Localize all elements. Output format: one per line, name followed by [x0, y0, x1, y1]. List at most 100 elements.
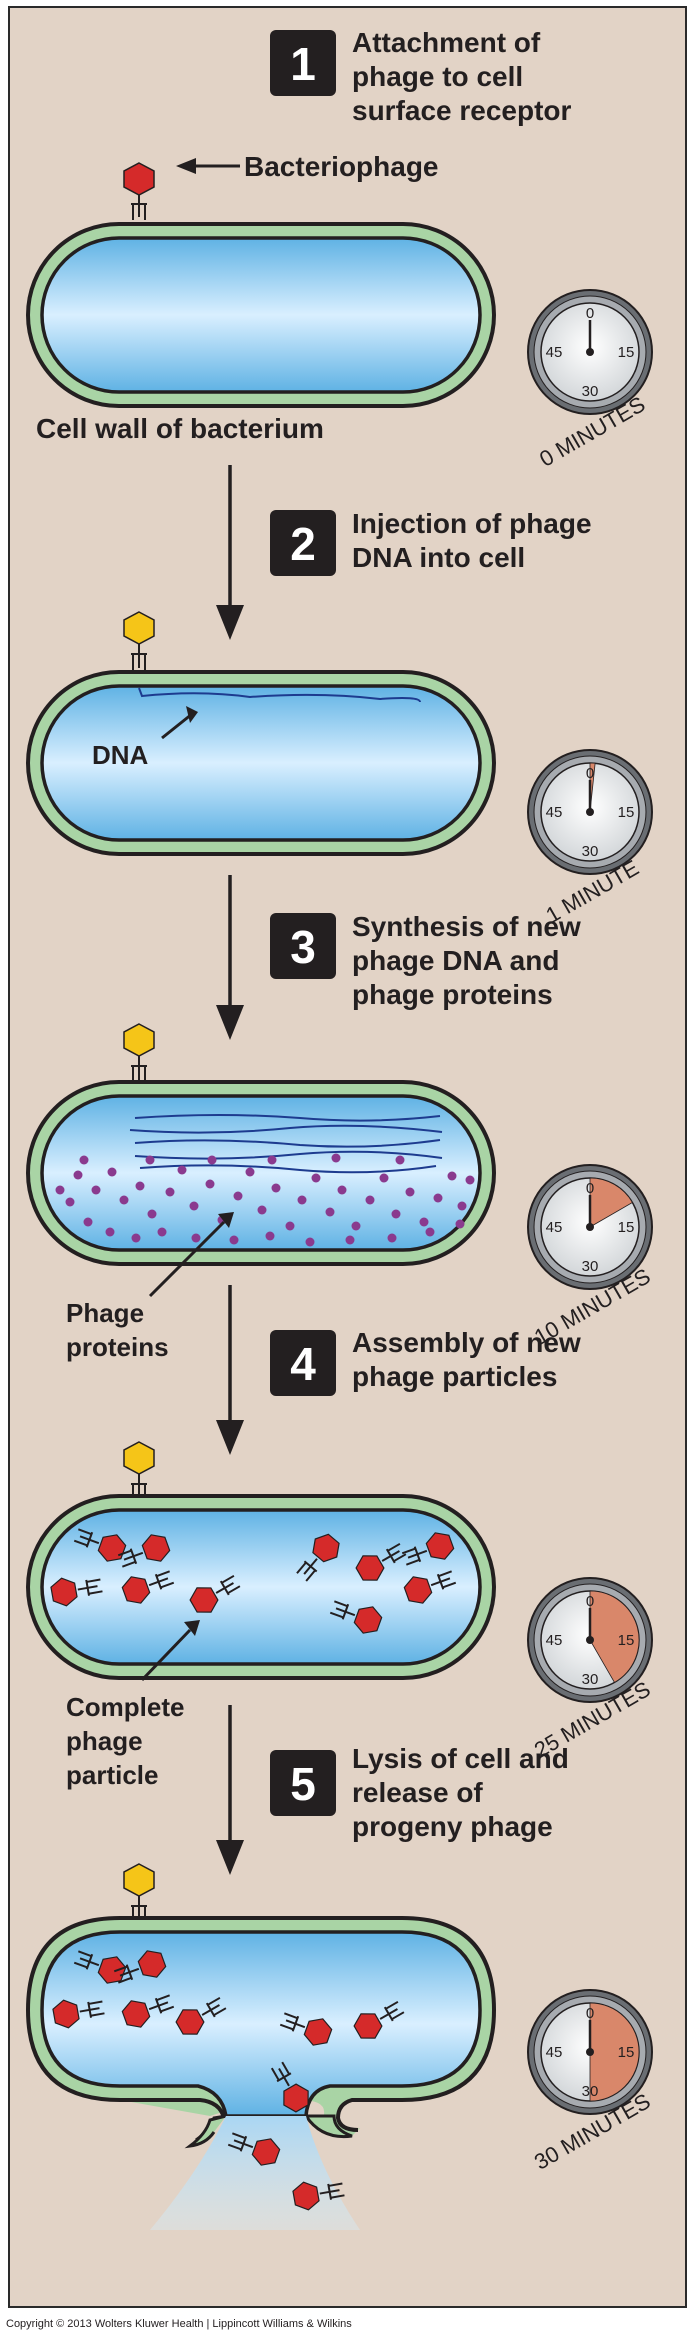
- step-4-header: 4 Assembly of new phage particles: [270, 1327, 581, 1396]
- protein-dot: [351, 1221, 361, 1231]
- protein-dot: [91, 1185, 101, 1195]
- phage-particle: [113, 1950, 167, 1984]
- bacteriophage-yellow-empty: [123, 1863, 155, 1920]
- step-3-number-box: [270, 913, 336, 979]
- bacteriophage-yellow-empty: [123, 1441, 155, 1498]
- step-5-number-box: [270, 1750, 336, 1816]
- cytoplasm: [40, 684, 482, 842]
- protein-dot: [365, 1195, 375, 1205]
- clock-tick-label: 0: [586, 2005, 594, 2022]
- protein-dot: [265, 1231, 275, 1241]
- bacteriophage-label: Bacteriophage: [244, 151, 439, 182]
- clock-tick-label: 15: [618, 804, 635, 821]
- phage-particle: [52, 1999, 105, 2029]
- cell-wall-label: Cell wall of bacterium: [36, 413, 324, 444]
- protein-dot: [285, 1221, 295, 1231]
- protein-dot: [425, 1227, 435, 1237]
- stage-3: Phage proteins: [26, 1023, 496, 1362]
- protein-dot: [447, 1171, 457, 1181]
- step-4-text-line-1: Assembly of new: [352, 1327, 581, 1358]
- complete-phage-pointer-head: [184, 1620, 200, 1636]
- clock-tick-label: 45: [546, 1219, 563, 1236]
- cytoplasm: [40, 236, 482, 394]
- protein-dot: [271, 1183, 281, 1193]
- clock-tick-label: 15: [618, 344, 635, 361]
- complete-phage-label-line-2: phage: [66, 1726, 143, 1756]
- step-1-number-box: [270, 30, 336, 96]
- step-3-text-line-1: Synthesis of new: [352, 911, 581, 942]
- bacteriophage-pointer-head: [176, 158, 196, 174]
- step-2-number-box: [270, 510, 336, 576]
- clock-tick-label: 30: [582, 1671, 599, 1688]
- step-2-number: 2: [290, 518, 316, 570]
- protein-dot: [331, 1153, 341, 1163]
- protein-dot: [79, 1155, 89, 1165]
- phage-particle: [73, 1950, 127, 1984]
- cytoplasm-lysed: [40, 1930, 482, 2118]
- step-4-text-line-2: phage particles: [352, 1361, 557, 1392]
- protein-dot: [107, 1167, 117, 1177]
- clock-tick-label: 45: [546, 344, 563, 361]
- protein-dot: [387, 1233, 397, 1243]
- step-1-number: 1: [290, 38, 316, 90]
- protein-dot: [131, 1233, 141, 1243]
- protein-dot: [391, 1209, 401, 1219]
- clock-tick-label: 15: [618, 1632, 635, 1649]
- protein-dot: [233, 1191, 243, 1201]
- step-4-number: 4: [290, 1338, 316, 1390]
- phage-particle: [227, 2132, 281, 2166]
- arrow-head-3: [216, 1420, 244, 1455]
- protein-dot: [145, 1155, 155, 1165]
- arrow-head-2: [216, 1005, 244, 1040]
- step-3-header: 3 Synthesis of new phage DNA and phage p…: [270, 911, 581, 1010]
- arrow-head-4: [216, 1840, 244, 1875]
- clock-tick-label: 0: [586, 305, 594, 322]
- step-1-text-line-2: phage to cell: [352, 61, 523, 92]
- complete-phage-label-line-1: Complete: [66, 1692, 184, 1722]
- bacteriophage-yellow-empty: [123, 1023, 155, 1082]
- clock-tick-label: 30: [582, 843, 599, 860]
- protein-dot: [457, 1201, 467, 1211]
- protein-dot: [419, 1217, 429, 1227]
- phage-particle: [121, 1570, 175, 1604]
- elapsed-time-wedge: [589, 1590, 640, 1683]
- protein-dot: [189, 1201, 199, 1211]
- elapsed-time-wedge: [589, 2002, 640, 2102]
- protein-dot: [433, 1193, 443, 1203]
- protein-dot: [207, 1155, 217, 1165]
- stage-1: Bacteriophage Cell wall of bacterium: [26, 151, 496, 444]
- protein-dot: [177, 1165, 187, 1175]
- clock-tick-label: 15: [618, 2044, 635, 2061]
- phage-particle: [50, 1577, 103, 1607]
- clock-tick-label: 30: [582, 1258, 599, 1275]
- protein-dot: [337, 1185, 347, 1195]
- protein-dot: [55, 1185, 65, 1195]
- step-5-header: 5 Lysis of cell and release of progeny p…: [270, 1743, 569, 1842]
- clock-tick-label: 15: [618, 1219, 635, 1236]
- step-5-text-line-1: Lysis of cell and: [352, 1743, 569, 1774]
- elapsed-time-wedge: [589, 1177, 633, 1228]
- protein-dot: [405, 1187, 415, 1197]
- step-2-header: 2 Injection of phage DNA into cell: [270, 508, 592, 576]
- step-3-text-line-3: phage proteins: [352, 979, 553, 1010]
- protein-dot: [455, 1219, 465, 1229]
- phage-particle: [353, 2000, 405, 2039]
- dna-label: DNA: [92, 740, 149, 770]
- protein-dot: [83, 1217, 93, 1227]
- new-phage-dna: [129, 1114, 443, 1174]
- protein-dot: [165, 1187, 175, 1197]
- protein-dot: [191, 1233, 201, 1243]
- stage-5: [25, 1863, 497, 2230]
- dna-pointer: [161, 712, 193, 740]
- step-5-number: 5: [290, 1758, 316, 1810]
- stage-4: Complete phage particle: [26, 1441, 496, 1790]
- protein-dot: [65, 1197, 75, 1207]
- step-5-text-line-3: progeny phage: [352, 1811, 553, 1842]
